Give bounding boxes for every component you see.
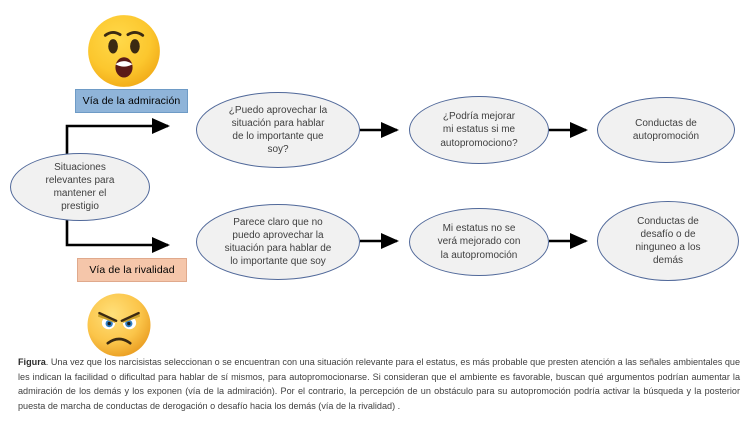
line-3: la autopromoción	[440, 249, 518, 261]
line-1: ¿Puedo aprovechar la	[228, 104, 328, 116]
line-1: Situaciones	[54, 161, 106, 173]
figure-caption-text: . Una vez que los narcisistas selecciona…	[18, 357, 740, 412]
line-2: situación para hablar	[231, 117, 325, 129]
line-2: relevantes para	[45, 174, 115, 186]
node-riv-mi-estatus-text: Mi estatus no se verá mejorado con la au…	[416, 222, 542, 262]
node-riv-parece-claro[interactable]: Parece claro que no puedo aprovechar la …	[196, 204, 360, 280]
line-2: verá mejorado con	[437, 236, 521, 248]
angry-face-emoji	[84, 290, 154, 360]
path-label-rivalidad-text: Vía de la rivalidad	[89, 264, 175, 276]
line-2: mi estatus si me	[442, 124, 516, 136]
line-3: mantener el	[53, 188, 107, 199]
node-adm-conductas-autopromocion[interactable]: Conductas de autopromoción	[597, 97, 735, 163]
node-riv-mi-estatus[interactable]: Mi estatus no se verá mejorado con la au…	[409, 208, 549, 276]
node-riv-parece-claro-text: Parece claro que no puedo aprovechar la …	[203, 216, 353, 269]
node-adm-puedo-aprovechar[interactable]: ¿Puedo aprovechar la situación para habl…	[196, 92, 360, 168]
line-1: ¿Podría mejorar	[442, 111, 516, 123]
node-situaciones-relevantes-text: Situaciones relevantes para mantener el …	[17, 161, 143, 214]
path-label-admiracion-text: Vía de la admiración	[82, 95, 181, 107]
line-2: autopromoción	[632, 131, 700, 142]
line-1: Conductas de	[637, 215, 699, 227]
line-3: situación para hablar de	[224, 243, 332, 254]
node-adm-puedo-aprovechar-text: ¿Puedo aprovechar la situación para habl…	[203, 104, 353, 157]
path-label-rivalidad[interactable]: Vía de la rivalidad	[77, 258, 187, 282]
line-1: Parece claro que no	[233, 216, 323, 228]
line-2: desafío o de	[640, 228, 696, 240]
node-adm-podria-mejorar-text: ¿Podría mejorar mi estatus si me autopro…	[416, 110, 542, 150]
line-3: de lo importante que	[232, 131, 324, 142]
line-4: lo importante que soy	[230, 256, 326, 268]
line-4: soy?	[267, 144, 289, 156]
node-adm-podria-mejorar[interactable]: ¿Podría mejorar mi estatus si me autopro…	[409, 96, 549, 164]
connector-source-to-rivalidad	[65, 212, 171, 254]
astonished-face-emoji	[85, 12, 163, 90]
line-1: Mi estatus no se	[442, 223, 516, 235]
line-1: Conductas de	[635, 117, 697, 129]
line-4: prestigio	[61, 201, 99, 213]
node-riv-conductas-desafio[interactable]: Conductas de desafío o de ninguneo a los…	[597, 201, 739, 281]
node-situaciones-relevantes[interactable]: Situaciones relevantes para mantener el …	[10, 153, 150, 221]
line-4: demás	[652, 255, 683, 267]
line-2: puedo aprovechar la	[232, 229, 324, 241]
connector-source-to-admiration	[65, 117, 171, 162]
line-3: ninguneo a los	[635, 242, 701, 253]
path-label-admiracion[interactable]: Vía de la admiración	[75, 89, 188, 113]
line-3: autopromociono?	[440, 137, 518, 149]
node-adm-conductas-autopromocion-text: Conductas de autopromoción	[604, 117, 728, 143]
figure-caption: Figura. Una vez que los narcisistas sele…	[18, 355, 740, 414]
node-riv-conductas-desafio-text: Conductas de desafío o de ninguneo a los…	[604, 215, 732, 268]
figure-caption-label: Figura	[18, 357, 46, 367]
